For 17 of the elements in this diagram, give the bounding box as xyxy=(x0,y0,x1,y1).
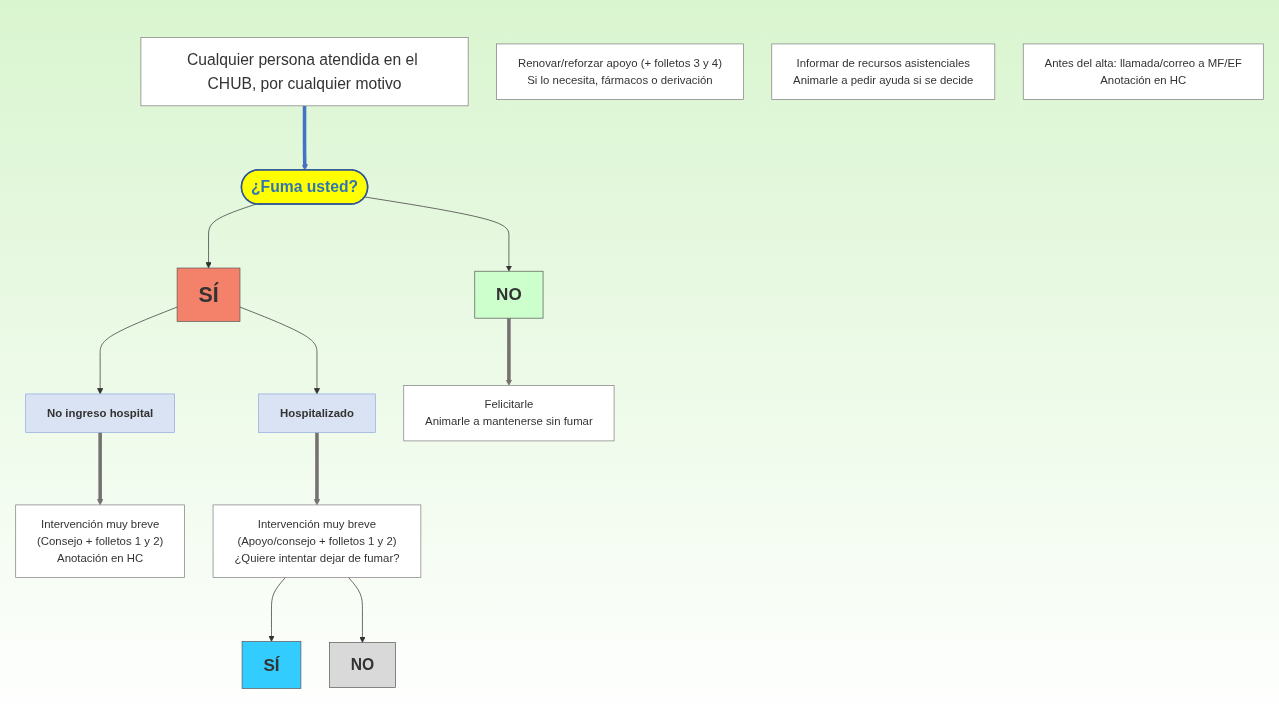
node-box: NO xyxy=(329,642,396,688)
node-box: Renovar/reforzar apoyo (+ folletos 3 y 4) Si lo necesita, fármacos o derivación xyxy=(496,43,744,100)
node-box: No ingreso hospital xyxy=(25,393,175,433)
node-box: Informar de recursos asistenciales Animarle a pedir ayuda si se decide xyxy=(771,43,996,100)
node-box: Felicitarle Animarle a mantenerse sin fumar xyxy=(403,385,615,442)
node-box: Hospitalizado xyxy=(258,393,376,433)
node-box: Cualquier persona atendida en el CHUB, por cualquier motivo xyxy=(140,37,469,107)
node-box: NO xyxy=(474,270,544,319)
node-box: Antes del alta: llamada/correo a MF/EF Anotación en HC xyxy=(1022,43,1264,100)
node-box: Intervención muy breve (Consejo + folletos 1 y 2) Anotación en HC xyxy=(15,504,185,578)
node-box: SÍ xyxy=(176,267,241,322)
node-box: Intervención muy breve (Apoyo/consejo + folletos 1 y 2) ¿Quiere intentar dejar de fumar? xyxy=(212,504,422,578)
arrow xyxy=(505,318,513,386)
arrow xyxy=(97,432,104,506)
node-box: SÍ xyxy=(241,641,302,689)
arrow xyxy=(313,432,321,506)
arrow xyxy=(301,105,308,171)
